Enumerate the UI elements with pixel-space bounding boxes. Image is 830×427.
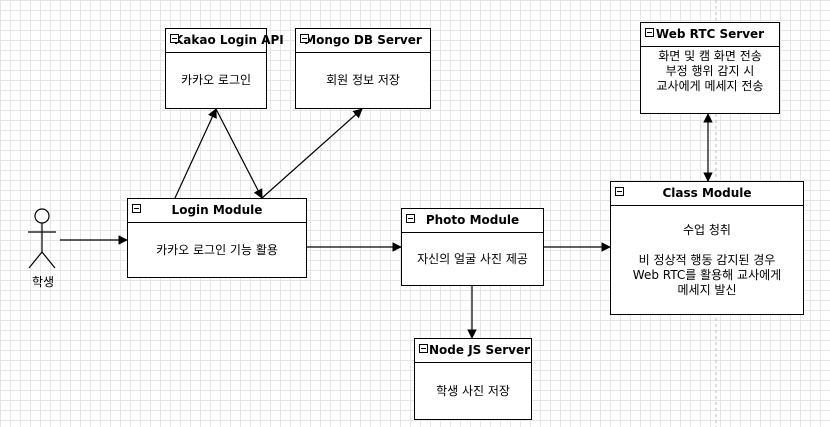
mongo-db-server-box[interactable]: Mongo DB Server 회원 정보 저장 xyxy=(295,28,431,109)
login-module-box[interactable]: Login Module 카카오 로그인 기능 활용 xyxy=(127,198,307,278)
node-js-server-header: Node JS Server xyxy=(415,339,531,363)
login-module-header: Login Module xyxy=(128,199,306,223)
class-line-1: 수업 청취 xyxy=(683,222,731,237)
webrtc-line-1: 화면 및 캠 화면 전송 xyxy=(658,49,762,63)
web-rtc-server-header: Web RTC Server xyxy=(641,23,779,47)
photo-module-body: 자신의 얼굴 사진 제공 xyxy=(402,233,543,285)
actor-student[interactable] xyxy=(28,208,56,269)
mongo-db-server-header: Mongo DB Server xyxy=(296,29,430,53)
web-rtc-server-box[interactable]: Web RTC Server 화면 및 캠 화면 전송 부정 행위 감지 시 교… xyxy=(640,22,780,114)
actor-leg-right xyxy=(41,251,56,269)
collapse-icon[interactable] xyxy=(170,34,179,43)
webrtc-line-3: 교사에게 메세지 전송 xyxy=(656,79,764,93)
edge-login-mongo[interactable] xyxy=(261,108,363,199)
photo-module-title: Photo Module xyxy=(425,213,520,227)
login-line-1: 카카오 로그인 기능 활용 xyxy=(156,242,278,257)
mongo-line-1: 회원 정보 저장 xyxy=(326,73,400,87)
collapse-icon[interactable] xyxy=(615,187,624,196)
login-module-body: 카카오 로그인 기능 활용 xyxy=(128,223,306,277)
collapse-icon[interactable] xyxy=(645,28,654,37)
actor-label: 학생 xyxy=(32,275,55,289)
kakao-login-api-header: Kakao Login API xyxy=(166,29,284,53)
class-line-4: Web RTC를 활용해 교사에게 xyxy=(632,267,782,282)
kakao-login-api-box[interactable]: Kakao Login API 카카오 로그인 xyxy=(165,28,284,109)
class-module-body: 수업 청취 비 정상적 행동 감지된 경우 Web RTC를 활용해 교사에게 … xyxy=(611,206,803,314)
kakao-login-api-body: 카카오 로그인 xyxy=(166,53,266,108)
class-module-title: Class Module xyxy=(662,186,752,200)
class-line-5: 메세지 발신 xyxy=(677,282,737,297)
kakao-login-api-title: Kakao Login API xyxy=(174,33,284,47)
class-line-3: 비 정상적 행동 감지된 경우 xyxy=(638,252,776,267)
node-js-server-body: 학생 사진 저장 xyxy=(415,363,531,419)
photo-module-box[interactable]: Photo Module 자신의 얼굴 사진 제공 xyxy=(401,208,544,286)
kakao-line-1: 카카오 로그인 xyxy=(180,73,252,87)
mongo-db-server-body: 회원 정보 저장 xyxy=(296,53,430,108)
node-js-server-box[interactable]: Node JS Server 학생 사진 저장 xyxy=(414,338,532,420)
photo-line-1: 자신의 얼굴 사진 제공 xyxy=(417,251,528,266)
collapse-icon[interactable] xyxy=(132,204,141,213)
node-js-server-title: Node JS Server xyxy=(429,343,531,357)
edge-kakao-login[interactable] xyxy=(215,108,263,199)
login-module-title: Login Module xyxy=(171,203,263,217)
node-line-1: 학생 사진 저장 xyxy=(436,383,510,398)
mongo-db-server-title: Mongo DB Server xyxy=(304,33,422,47)
class-module-box[interactable]: Class Module 수업 청취 비 정상적 행동 감지된 경우 Web R… xyxy=(610,181,804,315)
edge-login-kakao[interactable] xyxy=(174,108,217,199)
web-rtc-server-body: 화면 및 캠 화면 전송 부정 행위 감지 시 교사에게 메세지 전송 xyxy=(641,49,779,113)
collapse-icon[interactable] xyxy=(300,34,309,43)
collapse-icon[interactable] xyxy=(419,344,428,353)
photo-module-header: Photo Module xyxy=(402,209,543,233)
web-rtc-server-title: Web RTC Server xyxy=(655,27,765,41)
class-module-header: Class Module xyxy=(611,182,803,206)
collapse-icon[interactable] xyxy=(406,214,415,223)
actor-head xyxy=(34,208,50,224)
actor-leg-left xyxy=(28,251,43,269)
webrtc-line-2: 부정 행위 감지 시 xyxy=(665,64,755,78)
